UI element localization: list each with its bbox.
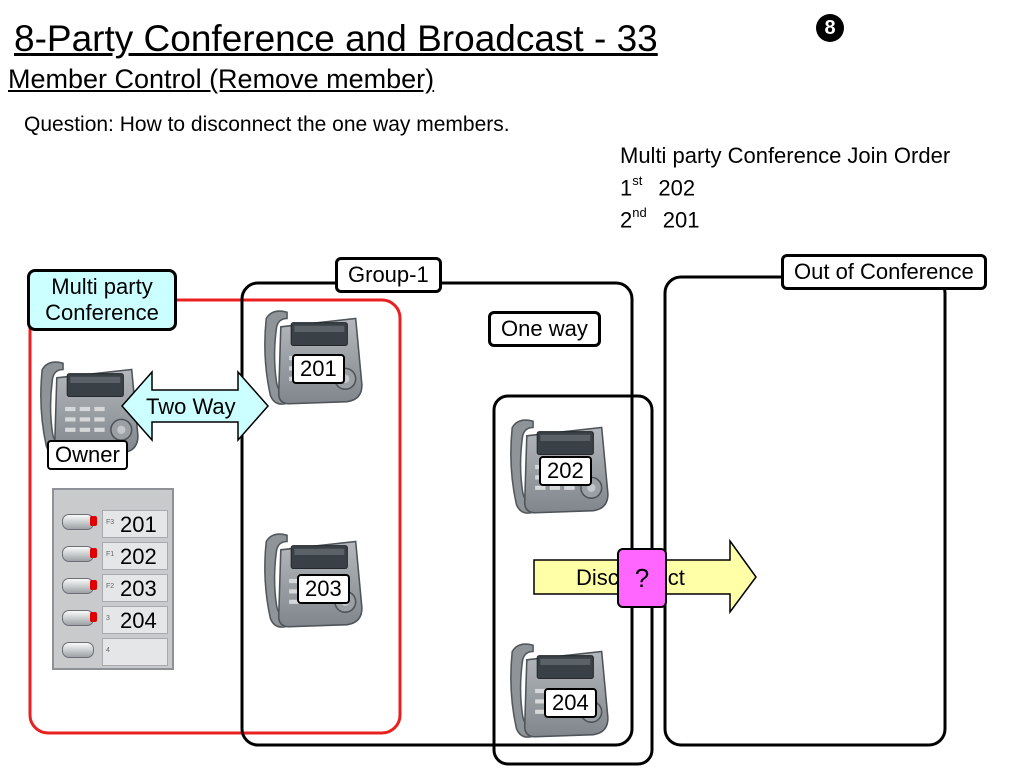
out-of-conference-label: Out of Conference <box>781 254 987 290</box>
slide-number-badge: 8 <box>816 14 844 42</box>
slide-subtitle: Member Control (Remove member) <box>8 64 435 94</box>
red-led-icon <box>90 580 97 590</box>
multi-party-conference-label: Multi party Conference <box>27 269 177 331</box>
question-text: Question: How to disconnect the one way … <box>24 113 510 136</box>
phone-203-label: 203 <box>297 574 350 604</box>
question-mark-badge: ? <box>617 548 667 608</box>
red-led-icon <box>90 516 97 526</box>
phone-204-label: 204 <box>544 688 597 718</box>
key-label: 204 <box>120 608 157 633</box>
red-led-icon <box>90 548 97 558</box>
key-label: 203 <box>120 576 157 601</box>
phone-201-label: 201 <box>292 354 345 384</box>
flexible-key-button[interactable] <box>62 642 94 658</box>
key-label: 201 <box>120 512 157 537</box>
two-way-arrow-icon <box>120 370 270 442</box>
join-order-heading: Multi party Conference Join Order <box>620 143 951 168</box>
key-label: 202 <box>120 544 157 569</box>
slide-title: 8-Party Conference and Broadcast - 33 <box>14 18 658 59</box>
out-of-conference-boundary <box>663 275 947 747</box>
phone-202-label: 202 <box>539 456 592 486</box>
owner-label: Owner <box>47 440 128 470</box>
group-1-label: Group-1 <box>335 257 442 293</box>
key-row: 4 <box>54 636 172 666</box>
two-way-label: Two Way <box>146 394 236 419</box>
red-led-icon <box>90 612 97 622</box>
conference-boundary <box>28 298 402 735</box>
one-way-label: One way <box>488 311 601 347</box>
